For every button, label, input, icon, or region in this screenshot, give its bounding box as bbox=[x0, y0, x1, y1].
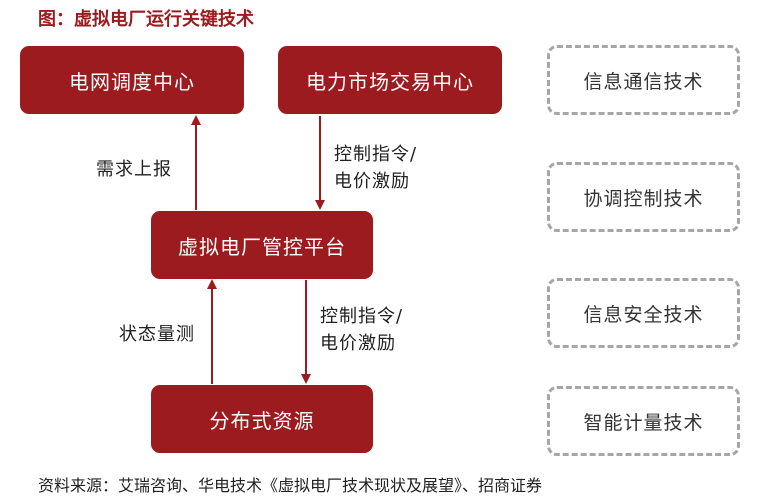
tech-item-metering: 智能计量技术 bbox=[547, 386, 740, 456]
edge-label-control-bottom: 控制指令/ 电价激励 bbox=[320, 303, 403, 357]
figure-title: 图：虚拟电厂运行关键技术 bbox=[38, 9, 254, 30]
edge-label-control-bottom-line2: 电价激励 bbox=[320, 333, 396, 354]
node-vpp-platform: 虚拟电厂管控平台 bbox=[151, 211, 373, 279]
node-vpp-platform-label: 虚拟电厂管控平台 bbox=[178, 234, 346, 259]
edge-label-control-top-line1: 控制指令/ bbox=[334, 144, 418, 165]
node-grid-dispatch-label: 电网调度中心 bbox=[69, 69, 195, 94]
tech-item-ict: 信息通信技术 bbox=[547, 45, 740, 115]
edge-label-status-measure: 状态量测 bbox=[119, 324, 195, 345]
tech-item-label: 智能计量技术 bbox=[583, 411, 704, 434]
edge-label-demand-report: 需求上报 bbox=[96, 159, 172, 180]
node-distributed-resources: 分布式资源 bbox=[151, 385, 373, 453]
tech-item-label: 协调控制技术 bbox=[583, 187, 704, 210]
tech-item-label: 信息安全技术 bbox=[583, 303, 704, 326]
tech-item-security: 信息安全技术 bbox=[547, 278, 740, 348]
node-power-market-label: 电力市场交易中心 bbox=[306, 69, 474, 94]
edge-label-control-top: 控制指令/ 电价激励 bbox=[334, 141, 417, 195]
source-note: 资料来源：艾瑞咨询、华电技术《虚拟电厂技术现状及展望》、招商证券 bbox=[38, 476, 543, 495]
tech-item-label: 信息通信技术 bbox=[583, 70, 704, 93]
node-power-market: 电力市场交易中心 bbox=[278, 46, 502, 114]
node-grid-dispatch: 电网调度中心 bbox=[20, 46, 244, 114]
tech-item-coordination: 协调控制技术 bbox=[547, 162, 740, 232]
edge-label-control-bottom-line1: 控制指令/ bbox=[320, 306, 404, 327]
node-distributed-resources-label: 分布式资源 bbox=[209, 408, 315, 433]
edge-label-control-top-line2: 电价激励 bbox=[334, 171, 410, 192]
